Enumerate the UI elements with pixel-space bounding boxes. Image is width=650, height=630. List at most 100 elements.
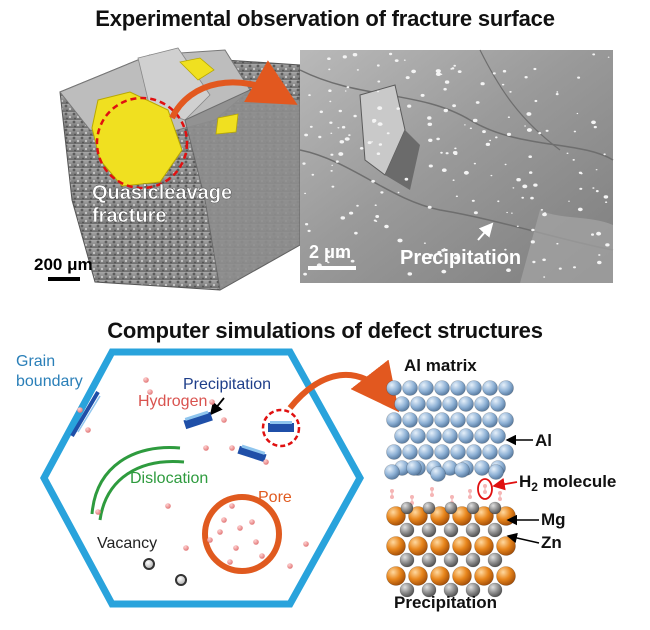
al-atom	[386, 444, 402, 460]
highlight-circle	[95, 96, 189, 190]
sem-precipitate-dot	[506, 132, 512, 136]
sem-precipitate-dot	[511, 212, 513, 214]
zn-atom	[487, 552, 503, 568]
h2-pointer	[492, 477, 518, 491]
sem-precipitate-dot	[495, 136, 498, 139]
hydrogen-atom	[229, 503, 235, 509]
sem-precipitate-dot	[579, 187, 583, 190]
mg-atom	[496, 566, 516, 586]
sem-precipitate-dot	[485, 142, 491, 146]
sem-precipitate-dot	[441, 168, 447, 172]
sem-precipitate-dot	[529, 171, 533, 174]
vacancy-label: Vacancy	[97, 535, 157, 552]
al-atom	[426, 428, 442, 444]
sem-precipitate-dot	[573, 130, 577, 133]
sem-precipitate-dot	[443, 248, 446, 250]
sem-precipitate-dot	[568, 200, 570, 202]
zn-atom	[421, 582, 437, 598]
scale-label-sem: 2 μm	[309, 242, 351, 262]
zn-atom	[466, 501, 480, 515]
sem-precipitate-dot	[397, 238, 403, 243]
hydrogen-atom	[77, 407, 83, 413]
sem-precipitate-dot	[526, 112, 532, 116]
sem-precipitate-dot	[475, 101, 480, 104]
h2-label: H2 molecule	[519, 472, 616, 494]
sem-precipitate-dot	[331, 185, 335, 188]
al-atom	[410, 396, 426, 412]
mg-label: Mg	[541, 510, 566, 529]
sem-precipitate-dot	[405, 76, 410, 80]
zoom-arrow-bottom	[287, 359, 400, 413]
grain-boundary-feature	[70, 390, 101, 438]
grain-boundary-label-1: Grain	[16, 353, 55, 370]
sem-precipitate-dot	[516, 178, 521, 182]
zn-atom	[487, 582, 503, 598]
hydrogen-atom	[95, 509, 101, 515]
sem-precipitate-dot	[371, 141, 373, 143]
precipitate-3-highlight	[261, 408, 301, 448]
sem-precipitate-dot	[319, 110, 323, 114]
al-atom	[466, 412, 482, 428]
hydrogen-atom	[227, 559, 233, 565]
hydrogen-atom	[287, 563, 293, 569]
al-atom	[402, 412, 418, 428]
sem-precipitate-dot	[497, 200, 500, 203]
sem-precipitate-dot	[302, 162, 306, 165]
sem-precipitate-dot	[454, 256, 459, 260]
hydrogen-atom	[263, 459, 269, 465]
sem-precipitate-dot	[335, 160, 339, 163]
sem-precipitate-dot	[367, 141, 372, 145]
sem-precipitate-dot	[307, 229, 311, 233]
al-atom	[434, 380, 450, 396]
sem-precipitate-dot	[372, 120, 376, 123]
sem-precipitate-dot	[375, 215, 380, 218]
sem-precipitate-dot	[532, 260, 536, 264]
mg-atom	[474, 566, 494, 586]
al-atom	[402, 444, 418, 460]
mg-atom	[452, 506, 472, 526]
al-atom	[394, 428, 410, 444]
grain-hexagon	[40, 348, 365, 608]
sem-precipitate-dot	[507, 116, 510, 118]
sem-precipitate-dot	[492, 72, 496, 75]
sem-precipitate-dot	[411, 69, 416, 74]
sem-precipitate-dot	[427, 116, 432, 120]
al-label: Al	[535, 431, 552, 450]
sem-precipitate-dot	[428, 164, 433, 168]
mg-atom	[452, 566, 472, 586]
sem-precipitate-dot	[441, 269, 447, 274]
sem-precipitate-dot	[304, 133, 308, 137]
vacancy-sites	[143, 558, 187, 586]
quasicleavage-label-1: Quasicleavage	[92, 182, 232, 204]
al-atom	[406, 460, 422, 476]
zn-atom	[488, 501, 502, 515]
precipitate-1	[183, 410, 213, 430]
sem-precipitate-dot	[533, 183, 538, 187]
sem-precipitate-dot	[354, 231, 358, 235]
sem-precipitate-dot	[376, 90, 380, 93]
grain-boundary-label-2: boundary	[16, 373, 83, 390]
al-atom	[474, 428, 490, 444]
hydrogen-atom	[147, 389, 153, 395]
sem-precipitate-dot	[356, 69, 359, 71]
mg-atom	[408, 536, 428, 556]
sem-precipitate-dot	[512, 187, 515, 189]
mg-atom	[430, 506, 450, 526]
hydrogen-atom	[165, 503, 171, 509]
sem-precipitate-dot	[329, 100, 332, 103]
zn-atom	[465, 522, 481, 538]
sem-precipitate-dot	[534, 99, 538, 103]
sem-precipitate-dot	[373, 219, 377, 222]
hydrogen-atoms	[77, 377, 309, 569]
sem-precipitate-dot	[540, 209, 544, 211]
hydrogen-atom	[221, 417, 227, 423]
sem-precipitate-dot	[337, 127, 340, 129]
h2-molecule	[468, 489, 472, 499]
sem-precipitate-dot	[353, 114, 357, 118]
zn-label: Zn	[541, 533, 562, 552]
precipitation-label-sem: Precipitation	[400, 247, 521, 269]
sem-precipitate-dot	[457, 70, 462, 73]
sem-precipitate-dot	[595, 169, 598, 171]
al-atom	[474, 460, 490, 476]
sem-precipitate-dot	[464, 124, 466, 126]
